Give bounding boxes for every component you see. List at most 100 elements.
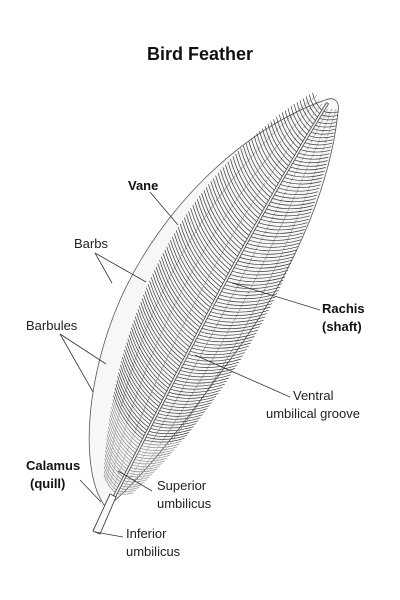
label-inferior-umbilicus: umbilicus bbox=[126, 544, 181, 559]
barb-left bbox=[308, 94, 321, 115]
barb-left bbox=[137, 309, 180, 371]
barb-left bbox=[143, 294, 186, 358]
barbule bbox=[211, 381, 213, 385]
barb-right bbox=[285, 173, 324, 178]
barb-left bbox=[120, 364, 156, 417]
barbule bbox=[204, 344, 207, 348]
barbule bbox=[215, 350, 218, 354]
barbule bbox=[237, 337, 240, 341]
barb-left bbox=[119, 368, 155, 420]
barbule bbox=[273, 267, 276, 271]
barb-left bbox=[253, 135, 282, 181]
barb-right bbox=[216, 296, 276, 303]
barbule bbox=[240, 166, 243, 170]
barbule bbox=[199, 354, 202, 358]
barb-right bbox=[159, 405, 210, 411]
barbule bbox=[274, 146, 277, 150]
barbule bbox=[255, 170, 258, 174]
barbule bbox=[200, 253, 203, 256]
barb-right bbox=[172, 380, 227, 387]
barb-left bbox=[103, 470, 118, 491]
barbule bbox=[138, 461, 141, 465]
barb-left bbox=[225, 164, 260, 220]
barbule bbox=[262, 161, 265, 165]
barbule bbox=[191, 370, 193, 373]
barb-right bbox=[204, 319, 264, 326]
barbule bbox=[330, 108, 333, 112]
barbule bbox=[213, 328, 216, 332]
barb-left bbox=[281, 112, 302, 146]
barbule bbox=[193, 266, 196, 270]
barb-right bbox=[251, 232, 304, 238]
barbule bbox=[204, 369, 207, 373]
barb-left bbox=[201, 193, 241, 254]
barb-right bbox=[295, 155, 329, 160]
barb-left bbox=[104, 458, 122, 484]
barbule bbox=[192, 367, 195, 370]
barb-right bbox=[137, 449, 175, 454]
barb-right bbox=[162, 399, 215, 405]
barb-right bbox=[182, 361, 240, 368]
label-vane: Vane bbox=[128, 178, 158, 193]
barb-left bbox=[173, 233, 217, 299]
leader-ventral bbox=[194, 354, 291, 398]
barb-left bbox=[141, 298, 185, 361]
barbule bbox=[189, 373, 191, 377]
barb-right bbox=[143, 437, 185, 443]
barbule bbox=[244, 324, 247, 328]
barbule bbox=[194, 406, 197, 410]
barbule bbox=[128, 375, 131, 378]
barbule bbox=[319, 103, 322, 107]
barbule bbox=[277, 230, 280, 233]
barbule bbox=[140, 477, 143, 480]
barbule bbox=[308, 160, 311, 164]
barb-left bbox=[111, 403, 141, 446]
barbule bbox=[199, 256, 201, 260]
label-ventral-groove: umbilical groove bbox=[266, 406, 360, 421]
label-rachis: Rachis bbox=[322, 301, 365, 316]
barb-right bbox=[301, 145, 332, 149]
barbule bbox=[199, 400, 201, 404]
barbule bbox=[275, 264, 277, 268]
barb-left bbox=[284, 110, 304, 143]
barbule bbox=[301, 157, 304, 161]
barbule bbox=[192, 409, 195, 413]
barb-right bbox=[164, 396, 217, 402]
feather bbox=[88, 93, 339, 535]
barbule bbox=[207, 388, 209, 391]
barbule bbox=[141, 377, 144, 381]
leader-barbules-a bbox=[59, 333, 94, 393]
barbule bbox=[305, 122, 308, 125]
barbule bbox=[163, 287, 166, 290]
barb-left bbox=[203, 190, 243, 251]
barbule bbox=[248, 317, 251, 321]
barb-right bbox=[188, 349, 248, 356]
barb-left bbox=[116, 380, 150, 429]
barbule bbox=[130, 371, 132, 375]
barbule bbox=[270, 243, 273, 247]
barbule bbox=[135, 467, 137, 470]
barbule bbox=[218, 255, 221, 259]
barbule bbox=[203, 347, 205, 351]
barb-right bbox=[122, 479, 148, 483]
barb-left bbox=[270, 121, 294, 160]
barbule bbox=[290, 202, 293, 206]
barbule bbox=[288, 206, 291, 209]
barb-right bbox=[133, 457, 168, 462]
barb-right bbox=[249, 235, 303, 241]
barbule bbox=[232, 232, 235, 236]
barbule bbox=[218, 318, 221, 322]
barb-left bbox=[118, 372, 153, 423]
barb-right bbox=[193, 339, 253, 346]
barbule bbox=[255, 304, 258, 308]
barbule bbox=[217, 321, 219, 325]
barb-left bbox=[305, 96, 319, 119]
barbule bbox=[188, 415, 191, 419]
barb-right bbox=[169, 386, 223, 393]
barbule bbox=[321, 150, 324, 154]
barb-left bbox=[104, 462, 121, 486]
barbule bbox=[148, 458, 151, 462]
barbule bbox=[158, 297, 161, 301]
barbule bbox=[310, 157, 313, 161]
